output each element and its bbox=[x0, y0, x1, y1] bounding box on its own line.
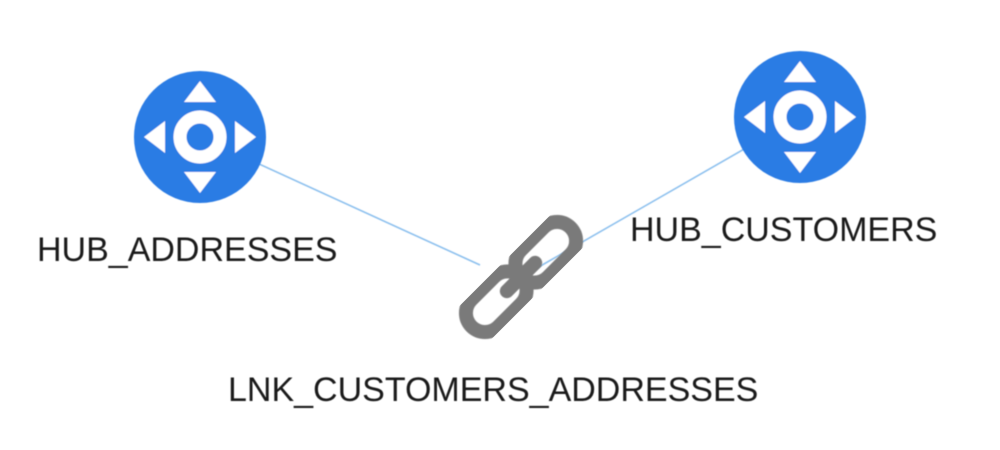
hub-addresses-node[interactable] bbox=[134, 71, 266, 203]
hub-icon bbox=[734, 51, 866, 183]
lnk-customers-addresses-label: LNK_CUSTOMERS_ADDRESSES bbox=[228, 371, 759, 409]
hub-customers-node[interactable] bbox=[734, 51, 866, 183]
lnk-customers-addresses-node[interactable] bbox=[458, 214, 584, 340]
chain-link-icon bbox=[458, 214, 584, 340]
hub-icon bbox=[134, 71, 266, 203]
hub-customers-label: HUB_CUSTOMERS bbox=[630, 211, 938, 249]
hub-addresses-label: HUB_ADDRESSES bbox=[37, 231, 338, 269]
